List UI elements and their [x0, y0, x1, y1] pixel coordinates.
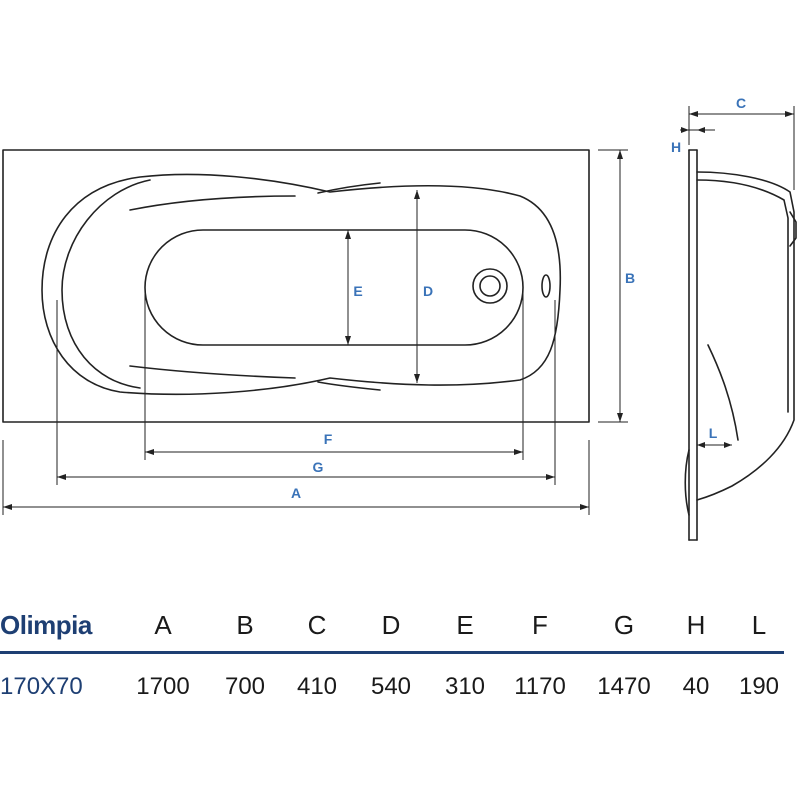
dim-e-arrow-top — [345, 230, 351, 239]
column-header-l: L — [751, 610, 767, 640]
tub-grip-line-top — [129, 195, 296, 211]
side-tub-apron-edge — [789, 211, 797, 247]
dim-label-a: A — [291, 485, 301, 501]
spec-table: Olimpia A B C D E F G H L 170X70 1700 70… — [0, 605, 800, 725]
value-e: 310 — [444, 673, 486, 700]
value-h: 40 — [682, 673, 710, 700]
dim-label-b: B — [625, 270, 635, 286]
drain-inner-icon — [479, 275, 501, 297]
dim-label-l: L — [709, 425, 718, 441]
dim-label-c: C — [736, 95, 746, 111]
dim-c-arrow-right — [785, 111, 794, 117]
dim-d-arrow-bottom — [414, 374, 420, 383]
dim-a-arrow-left — [3, 504, 12, 510]
column-header-h: H — [686, 610, 706, 640]
tub-outer-basin — [41, 173, 562, 396]
model-size: 170X70 — [0, 673, 83, 700]
table-row: 170X70 1700 700 410 540 310 1170 1470 40… — [0, 667, 800, 707]
side-leg-curve — [707, 344, 739, 441]
value-c: 410 — [296, 673, 338, 700]
value-l: 190 — [738, 673, 780, 700]
dim-e-arrow-bottom — [345, 336, 351, 345]
dim-g-arrow-right — [546, 474, 555, 480]
dim-label-e: E — [353, 283, 362, 299]
bathtub-technical-drawing: A G F E D B C H L — [2, 95, 797, 541]
dim-l-arrow-right — [724, 442, 732, 448]
tub-grip-line-bottom — [129, 365, 296, 379]
dim-b-arrow-bottom — [617, 413, 623, 422]
side-foot-left — [684, 449, 690, 516]
column-header-f: F — [532, 610, 548, 640]
dim-f-arrow-left — [145, 449, 154, 455]
side-tub-profile — [696, 171, 795, 501]
tub-grip-line-top-right — [317, 182, 381, 194]
value-b: 700 — [224, 673, 266, 700]
value-f: 1170 — [514, 673, 566, 700]
dim-g-arrow-left — [57, 474, 66, 480]
dim-a-arrow-right — [580, 504, 589, 510]
dim-label-h: H — [671, 139, 681, 155]
spec-table-header: Olimpia A B C D E F G H L — [0, 605, 800, 645]
column-header-g: G — [613, 610, 635, 640]
value-a: 1700 — [136, 673, 190, 700]
side-tub-inner-profile — [696, 179, 789, 413]
model-name: Olimpia — [0, 610, 92, 640]
dim-b-arrow-top — [617, 150, 623, 159]
dim-l-arrow-left — [697, 442, 705, 448]
tub-backrest-contour — [61, 179, 151, 389]
value-g: 1470 — [597, 673, 651, 700]
dim-label-g: G — [313, 459, 324, 475]
column-header-c: C — [307, 610, 327, 640]
dim-h-arrow-right — [697, 127, 705, 133]
column-header-d: D — [381, 610, 401, 640]
dim-label-f: F — [324, 431, 333, 447]
dim-d-arrow-top — [414, 190, 420, 199]
dim-c-arrow-left — [689, 111, 698, 117]
dim-f-arrow-right — [514, 449, 523, 455]
tub-outer-rim — [2, 149, 590, 423]
spec-table-divider — [0, 651, 784, 654]
tub-inner-floor — [144, 229, 524, 346]
column-header-e: E — [456, 610, 474, 640]
column-header-b: B — [236, 610, 254, 640]
value-d: 540 — [370, 673, 412, 700]
dim-h-arrow-left — [681, 127, 689, 133]
column-header-a: A — [154, 610, 172, 640]
tub-grip-line-bottom-right — [317, 381, 381, 391]
drain-outer-icon — [472, 268, 508, 304]
overflow-icon — [541, 274, 551, 298]
dim-label-d: D — [423, 283, 433, 299]
